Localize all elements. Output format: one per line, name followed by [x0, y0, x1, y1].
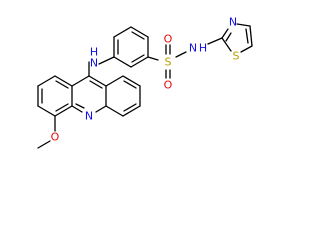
acridine-nitrogen-label: N [85, 110, 93, 123]
sulfonyl-oxygen-bottom-label: O [164, 79, 173, 92]
bond [105, 105, 124, 117]
bond [240, 45, 253, 53]
bond [98, 56, 115, 65]
bond [123, 103, 137, 112]
bond [113, 56, 132, 68]
bond [221, 28, 229, 39]
sulfonyl-sulfur-label: S [165, 56, 172, 69]
atom-labels: N H N O S O O N H N S [51, 16, 240, 144]
bond [236, 23, 251, 27]
sulfonamide-nitrogen-label: N [189, 42, 197, 55]
bond [55, 80, 69, 89]
bond [54, 75, 73, 87]
bond [113, 26, 132, 38]
bond [54, 105, 73, 117]
bond [221, 37, 232, 52]
bond [37, 140, 51, 149]
bond [37, 105, 56, 117]
bond [245, 28, 249, 44]
bond [37, 75, 56, 87]
bond [131, 31, 145, 40]
bond [131, 54, 145, 63]
bond [175, 51, 187, 58]
bond [71, 105, 83, 113]
bond [130, 26, 149, 38]
bond [71, 75, 90, 87]
amine-hydrogen-label: H [90, 46, 98, 59]
bond [249, 25, 253, 47]
bond [122, 75, 141, 87]
amine-nitrogen-label: N [90, 57, 98, 70]
sulfonamide-hydrogen-label: H [199, 42, 207, 55]
chemical-structure: N H N O S O O N H N S [37, 16, 253, 149]
bond [225, 32, 232, 42]
bond [95, 105, 107, 113]
thiazole-nitrogen-label: N [229, 16, 237, 29]
bond [88, 75, 107, 87]
thiazole-sulfur-label: S [233, 50, 240, 63]
bond [123, 80, 137, 89]
bond [75, 103, 85, 109]
bond [207, 37, 223, 45]
bonds [37, 23, 253, 149]
methoxy-oxygen-label: O [51, 131, 60, 144]
sulfonyl-oxygen-top-label: O [164, 33, 173, 46]
bond [105, 75, 124, 87]
bond [147, 56, 159, 61]
bond [122, 105, 141, 117]
bond [55, 103, 69, 112]
bond [130, 56, 149, 68]
bond [89, 80, 103, 89]
